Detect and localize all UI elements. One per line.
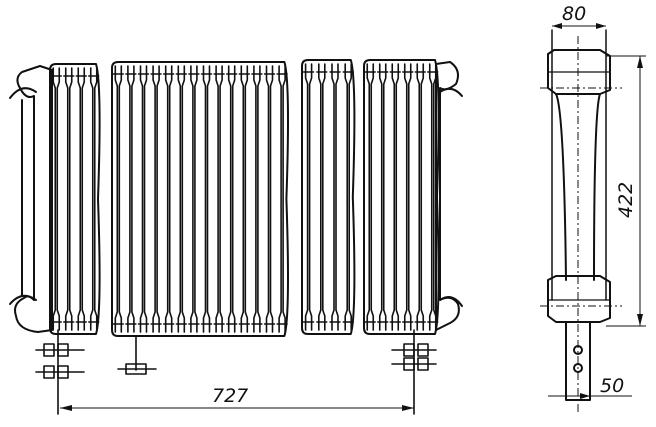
radiator-section	[253, 65, 261, 333]
radiator-section	[366, 63, 375, 331]
width-dimension-label: 80	[562, 3, 586, 25]
length-dimension-label: 727	[212, 385, 248, 407]
width-dimension: 80	[552, 3, 606, 29]
radiator-section	[318, 63, 326, 331]
radiator-section	[114, 65, 123, 333]
left-end-post	[9, 65, 53, 333]
left-bolt-assembly	[35, 329, 85, 415]
radiator-section	[64, 67, 73, 331]
radiator-section	[77, 67, 86, 331]
radiator-section	[403, 63, 412, 331]
radiator-section	[428, 63, 437, 331]
radiator-section	[278, 65, 286, 333]
radiator-section	[215, 65, 223, 333]
radiator-section	[177, 65, 186, 333]
side-view	[547, 29, 611, 401]
radiator-section	[164, 65, 173, 333]
radiator-section	[152, 65, 160, 333]
radiator-section	[190, 65, 198, 333]
center-bolt-assembly	[117, 335, 157, 375]
radiator-section	[202, 65, 211, 333]
side-centerline	[540, 36, 622, 412]
radiator-section	[378, 63, 387, 331]
radiator-section	[331, 63, 339, 331]
height-dimension: 422	[606, 55, 646, 327]
section-group-outline	[301, 59, 356, 335]
bracket-dimension-label: 50	[600, 375, 624, 397]
radiator-section	[240, 65, 249, 333]
front-view	[49, 59, 440, 337]
bracket-dimension: 50	[548, 375, 632, 399]
radiator-section	[89, 67, 98, 331]
right-end-post	[435, 61, 463, 331]
right-bolt-assembly	[391, 329, 437, 415]
radiator-section	[344, 63, 352, 331]
section-group-outline	[49, 63, 101, 335]
section-group-outline	[111, 61, 289, 337]
radiator-section	[416, 63, 425, 331]
radiator-section	[227, 65, 236, 333]
radiator-section	[52, 67, 61, 331]
radiator-section	[139, 65, 148, 333]
length-dimension: 727	[60, 385, 414, 411]
section-group-outline	[363, 59, 440, 335]
radiator-section	[127, 65, 135, 333]
radiator-section	[304, 63, 313, 331]
height-dimension-label: 422	[615, 182, 637, 218]
radiator-section	[391, 63, 400, 331]
radiator-section	[265, 65, 274, 333]
